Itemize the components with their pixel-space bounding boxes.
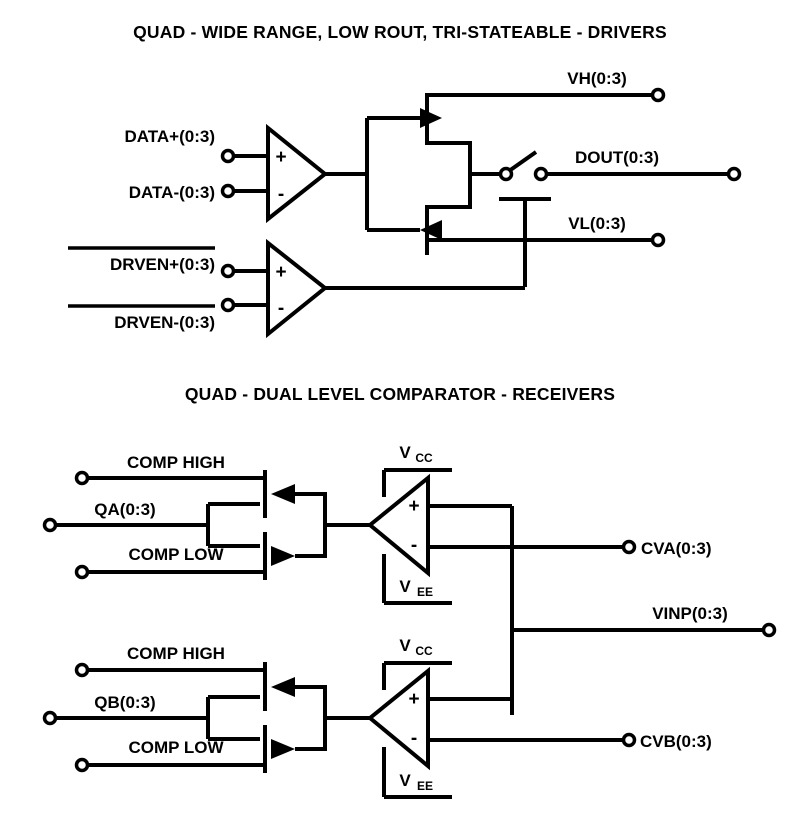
receiver-a-signal-label: QA(0:3) (94, 500, 155, 519)
wire-upper-source-to-output (427, 141, 472, 174)
terminal-qa[interactable] (42, 517, 58, 533)
receiver-b-vcc-sublabel: CC (415, 644, 433, 658)
terminal-cva[interactable] (621, 539, 637, 555)
drven-amp-plus-mark: + (275, 262, 286, 283)
receiver-a-low-arrow (271, 546, 295, 566)
lower-gate-arrow (420, 220, 442, 240)
switch-pole-left (498, 166, 514, 182)
terminal-data-minus[interactable] (220, 183, 236, 199)
terminal-cvb[interactable] (621, 732, 637, 748)
receiver-b-vee-sublabel: EE (417, 779, 433, 793)
terminal-comp-low-b[interactable] (74, 757, 90, 773)
receiver-b-comp-low-label: COMP LOW (128, 738, 224, 757)
receiver-b-comp-plus-mark: + (408, 689, 419, 710)
receiver-b-signal-label: QB(0:3) (94, 693, 155, 712)
driver-output-label-vh: VH(0:3) (567, 69, 627, 88)
receiver-a-comparator-symbol (366, 473, 430, 578)
receiver-a-comp-plus-mark: + (408, 496, 419, 517)
driver-input-label-data-plus: DATA+(0:3) (124, 127, 215, 146)
receiver-a-comp-minus-mark: - (411, 535, 417, 556)
receiver-a-low-path (295, 525, 327, 558)
terminal-vl[interactable] (650, 232, 666, 248)
terminal-dout[interactable] (726, 166, 742, 182)
receiver-b-output-label: CVB(0:3) (640, 732, 712, 751)
receiver-b-high-arrow (271, 677, 295, 697)
receiver-a-comp-low-label: COMP LOW (128, 545, 224, 564)
receiver-b-low-arrow (271, 739, 295, 759)
receiver-a-output-label: CVA(0:3) (641, 539, 712, 558)
driver-section-title: QUAD - WIDE RANGE, LOW ROUT, TRI-STATEAB… (133, 22, 667, 42)
terminal-drven-plus[interactable] (220, 263, 236, 279)
receiver-b-comp-minus-mark: - (411, 728, 417, 749)
upper-gate-arrow (420, 108, 442, 128)
data-amp-minus-mark: - (278, 184, 284, 205)
receiver-b-vcc-label: V (399, 636, 411, 655)
terminal-data-plus[interactable] (220, 148, 236, 164)
receiver-b-comp-high-label: COMP HIGH (127, 644, 225, 663)
receiver-a-vee-label: V (399, 577, 411, 596)
terminal-qb[interactable] (42, 710, 58, 726)
drven-amp-minus-mark: - (278, 298, 284, 319)
terminal-comp-low-a[interactable] (74, 564, 90, 580)
data-amp-plus-mark: + (275, 147, 286, 168)
receiver-a-vcc-sublabel: CC (415, 451, 433, 465)
terminal-comp-high-b[interactable] (74, 662, 90, 678)
terminal-vh[interactable] (650, 87, 666, 103)
driver-input-label-data-minus: DATA-(0:3) (129, 183, 215, 202)
driver-input-label-drven-minus: DRVEN-(0:3) (114, 313, 215, 332)
driver-input-label-drven-plus: DRVEN+(0:3) (110, 255, 215, 274)
data-amplifier-symbol (266, 123, 329, 224)
receiver-a-high-arrow (271, 484, 295, 504)
driver-output-label-vl: VL(0:3) (568, 214, 626, 233)
receiver-b-comparator-symbol (366, 666, 430, 771)
terminal-vinp[interactable] (761, 622, 777, 638)
terminal-comp-high-a[interactable] (74, 470, 90, 486)
receiver-section-title: QUAD - DUAL LEVEL COMPARATOR - RECEIVERS (185, 384, 615, 404)
receiver-a-comp-high-label: COMP HIGH (127, 453, 225, 472)
receiver-shared-output-label: VINP(0:3) (652, 604, 728, 623)
receiver-a-vcc-label: V (399, 443, 411, 462)
receiver-a-vee-sublabel: EE (417, 585, 433, 599)
wire-lower-source-to-output (427, 174, 472, 209)
receiver-a-high-path (295, 492, 327, 525)
switch-blade[interactable] (507, 150, 538, 173)
drven-amplifier-symbol (266, 238, 329, 339)
receiver-b-vee-label: V (399, 771, 411, 790)
switch-pole-right (533, 166, 549, 182)
driver-output-label-dout: DOUT(0:3) (575, 148, 659, 167)
terminal-drven-minus[interactable] (220, 297, 236, 313)
receiver-b-high-path (295, 685, 327, 718)
receiver-b-low-path (295, 718, 327, 751)
